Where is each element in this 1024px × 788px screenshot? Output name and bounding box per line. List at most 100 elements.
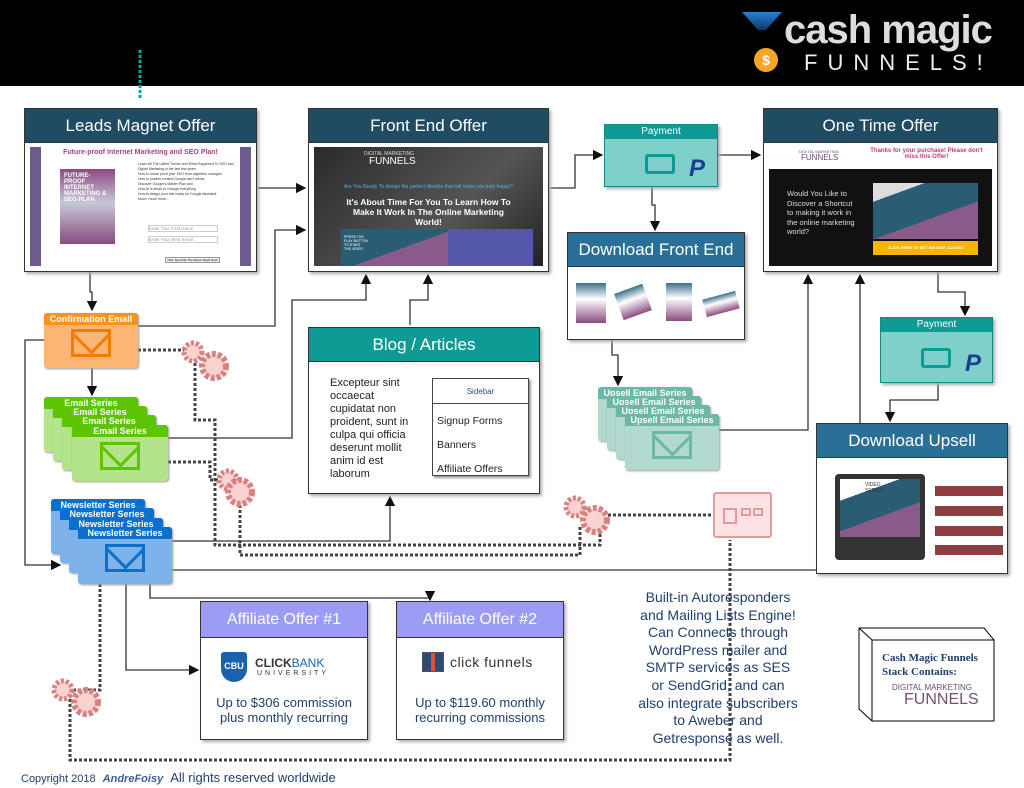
panel-title: Download Upsell: [817, 424, 1007, 458]
connector: [937, 272, 971, 317]
connector: [24, 339, 62, 571]
affiliate-offer-2-panel[interactable]: Affiliate Offer #2 click funnels Up to $…: [396, 601, 564, 740]
blog-sidebar: Sidebar Signup Forms Banners Affiliate O…: [432, 378, 529, 476]
confirmation-email-node[interactable]: Confirmation Email: [44, 313, 138, 368]
audio-track: [935, 486, 1003, 496]
blog-body: Excepteur sint occaecat cupidatat non pr…: [330, 377, 409, 480]
dollar-coin-icon: $: [754, 48, 778, 72]
panel-title: Download Front End: [568, 233, 744, 267]
panel-title: Leads Magnet Offer: [25, 109, 256, 143]
brand-small: DIGITAL MARKETING: [364, 151, 415, 157]
panel-title: Affiliate Offer #1: [201, 602, 367, 638]
front-end-offer-panel[interactable]: Front End Offer DIGITAL MARKETING FUNNEL…: [308, 108, 549, 272]
video-series-player: VIDEO SERIES: [835, 474, 925, 560]
connector: [409, 273, 434, 325]
clickbank-logo-icon: CBU: [221, 652, 247, 682]
connector: [125, 584, 200, 676]
panel-title: Front End Offer: [309, 109, 548, 143]
connector: [884, 383, 939, 423]
autoresponder-note: Built-in Autoresponders and Mailing List…: [638, 589, 798, 746]
stack-contains-box: Cash Magic Funnels Stack Contains: DIGIT…: [858, 627, 995, 722]
logo-line1: cash magic: [784, 8, 993, 52]
lm-submit-button[interactable]: YES, Send Me The Report Right Now!: [165, 257, 220, 263]
upsell-email-series-node[interactable]: Upsell Email Series: [625, 414, 719, 470]
payment-body: P: [881, 332, 992, 382]
top-banner: [0, 0, 1024, 86]
connector: [138, 224, 307, 327]
oto-hero: Would You Like to Discover a Shortcut to…: [769, 169, 992, 266]
leads-magnet-offer-panel[interactable]: Leads Magnet Offer Future-proof Internet…: [24, 108, 257, 272]
connector: [168, 273, 372, 439]
panel-title: One Time Offer: [764, 109, 997, 143]
panel-title: Blog / Articles: [309, 328, 539, 362]
one-time-offer-panel[interactable]: One Time Offer DIGITAL MARKETING FUNNELS…: [763, 108, 998, 272]
envelope-icon: [105, 544, 145, 573]
clickfunnels-wordmark: click funnels: [450, 654, 533, 670]
affiliate-1-text: Up to $306 commission plus monthly recur…: [216, 695, 352, 725]
oto-screenshot: DIGITAL MARKETING FUNNELS Thanks for you…: [769, 147, 992, 266]
sidebar-title: Sidebar: [433, 379, 528, 404]
oto-thanks: Thanks for your purchase! Please don't m…: [870, 148, 983, 160]
brand-big: FUNNELS: [801, 153, 839, 162]
benefits-list: [448, 229, 533, 266]
clickfunnels-logo-icon: [422, 652, 444, 672]
brand-small: DIGITAL MARKETING: [892, 683, 973, 692]
ebook-cover: FUTURE-PROOF INTERNET MARKETING & SEO PL…: [60, 169, 115, 244]
connector: [549, 149, 604, 189]
sidebar-item-signup-forms[interactable]: Signup Forms: [437, 415, 503, 427]
clickbank-sub: UNIVERSITY: [257, 670, 330, 677]
email-series-node[interactable]: Email Series: [72, 425, 168, 481]
payment-panel-2[interactable]: Payment P: [880, 317, 993, 383]
product-image: [702, 290, 740, 318]
paypal-icon: P: [689, 155, 706, 182]
audio-track: [935, 545, 1003, 555]
fe-question: Are You Ready To design the perfect life…: [344, 184, 513, 190]
rights-text: All rights reserved worldwide: [170, 770, 336, 785]
blog-articles-panel[interactable]: Blog / Articles Excepteur sint occaecat …: [308, 327, 540, 494]
envelope-icon: [652, 430, 692, 459]
payment-body: P: [605, 139, 717, 186]
audio-track: [935, 506, 1003, 516]
brand-big: FUNNELS: [904, 691, 979, 708]
brand-big: FUNNELS: [369, 156, 416, 167]
front-end-screenshot: DIGITAL MARKETING FUNNELS Are You Ready …: [314, 147, 543, 266]
sidebar-item-affiliate-offers[interactable]: Affiliate Offers: [437, 463, 503, 475]
download-upsell-panel[interactable]: Download Upsell VIDEO SERIES: [816, 423, 1008, 574]
credit-card-icon: [921, 348, 951, 368]
connector: [649, 187, 661, 232]
affiliate-offer-1-panel[interactable]: Affiliate Offer #1 CBU CLICKBANK UNIVERS…: [200, 601, 368, 740]
connector: [172, 495, 396, 542]
connector: [149, 584, 436, 602]
product-image: [614, 283, 652, 321]
newsletter-series-node[interactable]: Newsletter Series: [78, 527, 172, 584]
download-front-end-panel[interactable]: Download Front End: [567, 232, 745, 340]
paypal-icon: P: [965, 350, 982, 377]
brand-small: DIGITAL MARKETING: [799, 149, 840, 154]
connector: [718, 273, 814, 431]
audio-track: [935, 526, 1003, 536]
clickbank-wordmark: CLICKBANK: [255, 656, 325, 670]
video-player[interactable]: PRESS THE PLAY BUTTON TO START THE VIDEO: [341, 229, 448, 266]
envelope-icon: [100, 441, 140, 470]
envelope-icon: [71, 329, 111, 358]
gear-icons: [51, 340, 610, 717]
affiliate-2-text: Up to $119.60 monthly recurring commissi…: [414, 695, 546, 725]
product-image: [666, 283, 692, 321]
sidebar-item-banners[interactable]: Banners: [437, 439, 477, 451]
first-name-field[interactable]: Enter Your First Name: [148, 225, 218, 232]
panel-title: Payment: [881, 318, 992, 332]
connector: [611, 340, 624, 387]
payment-panel-1[interactable]: Payment P: [604, 124, 718, 187]
oto-cta-button[interactable]: CLICK HERE TO GET INSTANT ACCESS: [873, 241, 978, 255]
lm-headline: Future-proof Internet Marketing and SEO …: [63, 149, 218, 156]
video-player[interactable]: [873, 183, 978, 239]
connector: [86, 272, 98, 312]
email-field[interactable]: Enter Your Best Email: [148, 236, 218, 243]
footer: Copyright 2018 AndreFoisy All rights res…: [21, 770, 336, 785]
product-image: [576, 283, 606, 323]
autoresponder-icon: [713, 492, 772, 538]
credit-card-icon: [645, 154, 675, 174]
panel-title: Payment: [605, 125, 717, 139]
andre-foisy-logo: AndreFoisy: [102, 773, 164, 785]
